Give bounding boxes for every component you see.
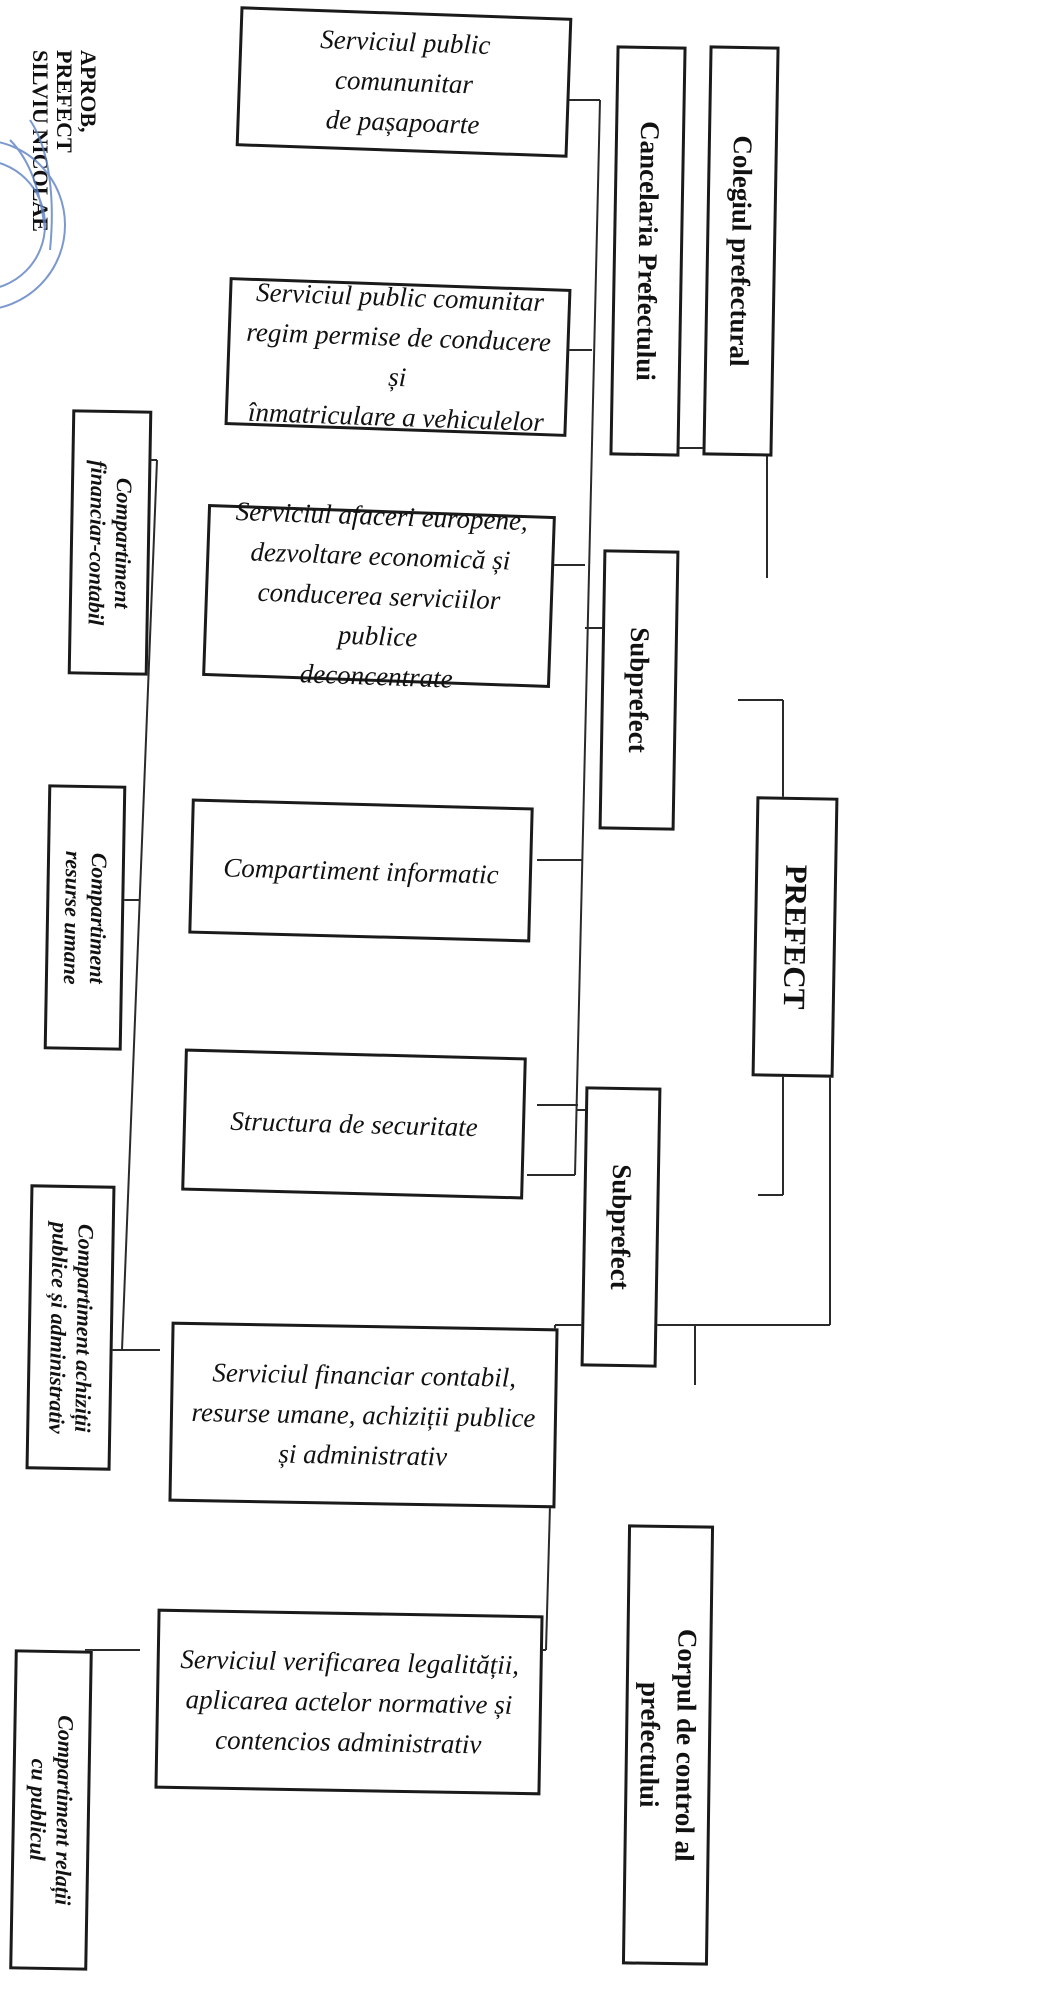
prefect-box: PREFECT: [751, 796, 839, 1078]
official-seal-icon: [0, 119, 66, 309]
afaceri-europene-label: Serviciul afaceri europene, dezvoltare e…: [235, 495, 529, 694]
comp-relatii-publicul-box: Compartiment relații cu publicul: [9, 1649, 93, 1971]
corpul-de-control-box: Corpul de control al prefectului: [621, 1524, 715, 1966]
serviciul-financiar-label: Serviciul financiar contabil, resurse um…: [191, 1357, 536, 1472]
comp-relatii-publicul-label: Compartiment relații cu publicul: [25, 1714, 79, 1906]
serviciul-financiar-box: Serviciul financiar contabil, resurse um…: [168, 1321, 559, 1509]
subprefect-label-1: Subprefect: [622, 626, 656, 754]
permise-box: Serviciul public comunitar regim permise…: [224, 277, 572, 437]
comp-resurse-umane-box: Compartiment resurse umane: [43, 784, 127, 1051]
subprefect-box-2: Subprefect: [580, 1086, 662, 1368]
corpul-de-control-label: Corpul de control al prefectului: [634, 1628, 703, 1862]
approval-title: APROB,: [76, 50, 101, 133]
serviciul-legalitate-box: Serviciul verificarea legalității, aplic…: [154, 1608, 544, 1796]
subprefect-label-2: Subprefect: [604, 1163, 638, 1291]
pasapoarte-label: Serviciul public comununitar de pașapoar…: [319, 24, 491, 140]
comp-resurse-umane-label: Compartiment resurse umane: [58, 850, 113, 985]
comp-achizitii-box: Compartiment achiziții publice și admini…: [25, 1184, 116, 1471]
comp-financiar-contabil-label: Compartiment financiar-contabil: [83, 459, 138, 625]
prefect-label: PREFECT: [776, 864, 815, 1010]
compartiment-informatic-label: Compartiment informatic: [223, 851, 499, 890]
compartiment-informatic-box: Compartiment informatic: [188, 798, 534, 943]
structura-securitate-label: Structura de securitate: [229, 1105, 479, 1143]
serviciul-legalitate-label: Serviciul verificarea legalității, aplic…: [180, 1644, 520, 1760]
colegiul-prefectural-box: Colegiul prefectural: [702, 45, 780, 457]
subprefect-box-1: Subprefect: [598, 549, 680, 831]
afaceri-europene-box: Serviciul afaceri europene, dezvoltare e…: [202, 496, 556, 694]
pasapoarte-box: Serviciul public comununitar de pașapoar…: [235, 6, 573, 158]
cancelaria-prefectului-label: Cancelaria Prefectului: [630, 120, 666, 382]
comp-achizitii-label: Compartiment achiziții publice și admini…: [43, 1221, 99, 1434]
colegiul-prefectural-label: Colegiul prefectural: [723, 135, 759, 367]
permise-label: Serviciul public comunitar regim permise…: [245, 277, 552, 438]
structura-securitate-box: Structura de securitate: [181, 1048, 527, 1200]
cancelaria-prefectului-box: Cancelaria Prefectului: [609, 45, 687, 457]
comp-financiar-contabil-box: Compartiment financiar-contabil: [67, 409, 153, 676]
